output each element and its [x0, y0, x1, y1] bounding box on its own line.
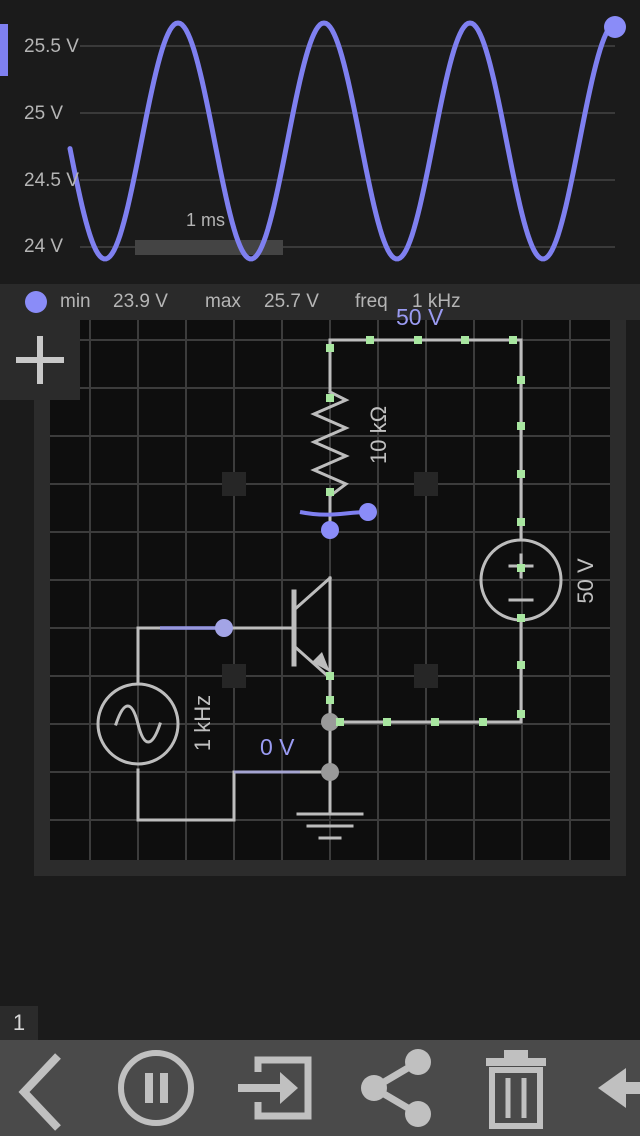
- top-voltage-label: 50 V: [396, 304, 444, 330]
- delete-button[interactable]: [468, 1040, 564, 1136]
- freq-value: 1 kHz: [412, 291, 461, 312]
- time-scale-label: 1 ms: [186, 210, 226, 230]
- pause-button[interactable]: [108, 1040, 204, 1136]
- min-value: 23.9 V: [113, 291, 168, 312]
- export-icon: [238, 1056, 312, 1120]
- scope-info-bar[interactable]: min 23.9 V max 25.7 V freq 1 kHz: [0, 284, 640, 320]
- max-label: max: [205, 291, 241, 312]
- y-label-24-5: 24.5 V: [24, 170, 79, 191]
- probe-node-collector: [321, 521, 339, 539]
- max-value: 25.7 V: [264, 291, 319, 312]
- ac-source-label: 1 kHz: [190, 694, 215, 752]
- scope-plot: [67, 16, 626, 262]
- share-button[interactable]: [348, 1040, 444, 1136]
- scope-trace-endpoint: [604, 16, 626, 38]
- dc-source-label: 50 V: [573, 558, 598, 604]
- probe-handle-collector: [359, 503, 377, 521]
- probe-node-base: [215, 619, 233, 637]
- back-button[interactable]: [0, 1040, 96, 1136]
- time-scale-bar: [135, 240, 283, 255]
- circuit-canvas[interactable]: [0, 0, 640, 1000]
- pause-icon: [118, 1050, 194, 1126]
- node-emitter: [321, 713, 339, 731]
- min-label: min: [60, 291, 91, 312]
- resistor-label: 10 kΩ: [366, 405, 391, 465]
- add-component-button[interactable]: [0, 320, 80, 400]
- y-label-25-5: 25.5 V: [24, 36, 79, 57]
- probe-color-dot: [25, 291, 47, 313]
- share-icon: [361, 1049, 431, 1127]
- node-ground: [321, 763, 339, 781]
- y-label-24: 24 V: [24, 236, 64, 257]
- export-button[interactable]: [228, 1040, 324, 1136]
- undo-button[interactable]: [592, 1040, 640, 1136]
- scope-selection-marker: [0, 24, 8, 76]
- freq-label: freq: [355, 291, 388, 312]
- undo-icon: [598, 1068, 640, 1108]
- page-indicator[interactable]: 1: [0, 1006, 38, 1040]
- back-icon: [18, 1053, 61, 1131]
- ground-voltage-label: 0 V: [260, 734, 295, 760]
- bottom-toolbar: [0, 1040, 640, 1136]
- scope-trace: [67, 20, 617, 262]
- y-label-25: 25 V: [24, 103, 64, 124]
- oscilloscope-panel[interactable]: 25.5 V 25 V 24.5 V 24 V 1 ms: [0, 0, 640, 282]
- trash-icon: [486, 1050, 546, 1129]
